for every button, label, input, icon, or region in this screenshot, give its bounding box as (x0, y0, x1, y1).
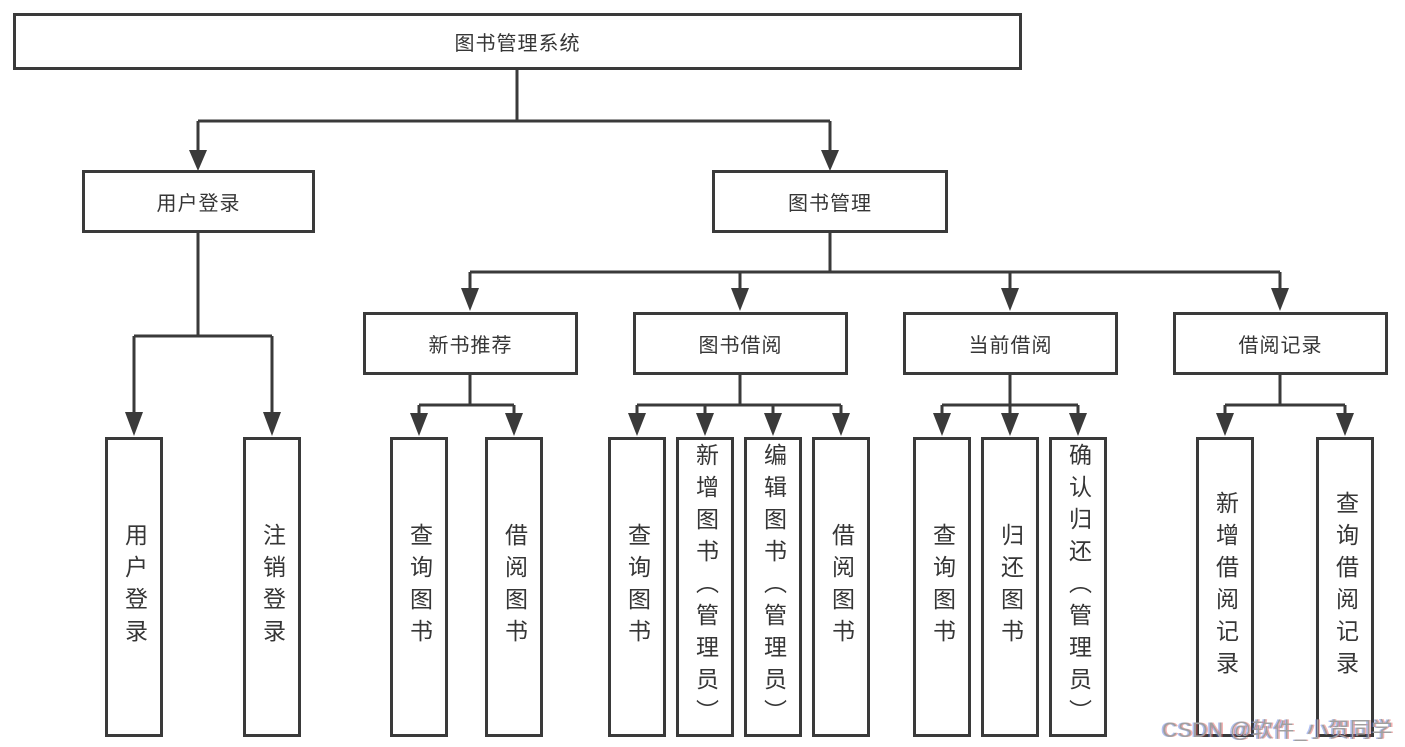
leaf-return-book-label: 归还图书 (997, 523, 1024, 651)
edge-stems (132, 70, 1347, 415)
node-borrowing-records-label: 借阅记录 (1238, 335, 1323, 357)
node-root-label: 图书管理系统 (454, 33, 581, 55)
leaf-search-borrow-record-label: 查询借阅记录 (1332, 491, 1359, 683)
leaf-logout-label: 注销登录 (259, 523, 286, 651)
node-user-login-label: 用户登录 (156, 193, 241, 215)
leaf-confirm-return-admin-label: 确认归还（管理员） (1065, 443, 1092, 731)
leaf-search-book-borrowing: 查询图书 (608, 437, 666, 737)
leaf-search-book-borrowing-label: 查询图书 (624, 523, 651, 651)
leaf-search-book-recommend: 查询图书 (390, 437, 448, 737)
leaf-search-book-current: 查询图书 (913, 437, 971, 737)
leaf-search-borrow-record: 查询借阅记录 (1316, 437, 1374, 737)
leaf-borrow-book-recommend-label: 借阅图书 (501, 523, 528, 651)
edge-arrowheads (125, 150, 1354, 436)
leaf-edit-book-admin: 编辑图书（管理员） (744, 437, 802, 737)
leaf-add-borrow-record: 新增借阅记录 (1196, 437, 1254, 737)
node-user-login: 用户登录 (82, 170, 315, 233)
node-book-management: 图书管理 (712, 170, 948, 233)
node-current-borrowing: 当前借阅 (903, 312, 1118, 375)
leaf-return-book: 归还图书 (981, 437, 1039, 737)
leaf-logout: 注销登录 (243, 437, 301, 737)
leaf-edit-book-admin-label: 编辑图书（管理员） (760, 443, 787, 731)
node-new-book-recommend: 新书推荐 (363, 312, 578, 375)
leaf-borrow-book-label: 借阅图书 (828, 523, 855, 651)
leaf-user-login-label: 用户登录 (121, 523, 148, 651)
leaf-borrow-book: 借阅图书 (812, 437, 870, 737)
csdn-watermark: CSDN @软件_小贺同学 (1162, 719, 1393, 742)
leaf-add-book-admin: 新增图书（管理员） (676, 437, 734, 737)
leaf-search-book-recommend-label: 查询图书 (406, 523, 433, 651)
node-new-book-recommend-label: 新书推荐 (428, 335, 513, 357)
node-book-management-label: 图书管理 (788, 193, 872, 215)
leaf-search-book-current-label: 查询图书 (929, 523, 956, 651)
node-root-system: 图书管理系统 (13, 13, 1022, 70)
leaf-add-book-admin-label: 新增图书（管理员） (692, 443, 719, 731)
leaf-borrow-book-recommend: 借阅图书 (485, 437, 543, 737)
leaf-user-login: 用户登录 (105, 437, 163, 737)
leaf-add-borrow-record-label: 新增借阅记录 (1212, 491, 1239, 683)
node-book-borrowing: 图书借阅 (633, 312, 848, 375)
node-current-borrowing-label: 当前借阅 (968, 335, 1053, 357)
leaf-confirm-return-admin: 确认归还（管理员） (1049, 437, 1107, 737)
node-book-borrowing-label: 图书借阅 (698, 335, 783, 357)
node-borrowing-records: 借阅记录 (1173, 312, 1388, 375)
